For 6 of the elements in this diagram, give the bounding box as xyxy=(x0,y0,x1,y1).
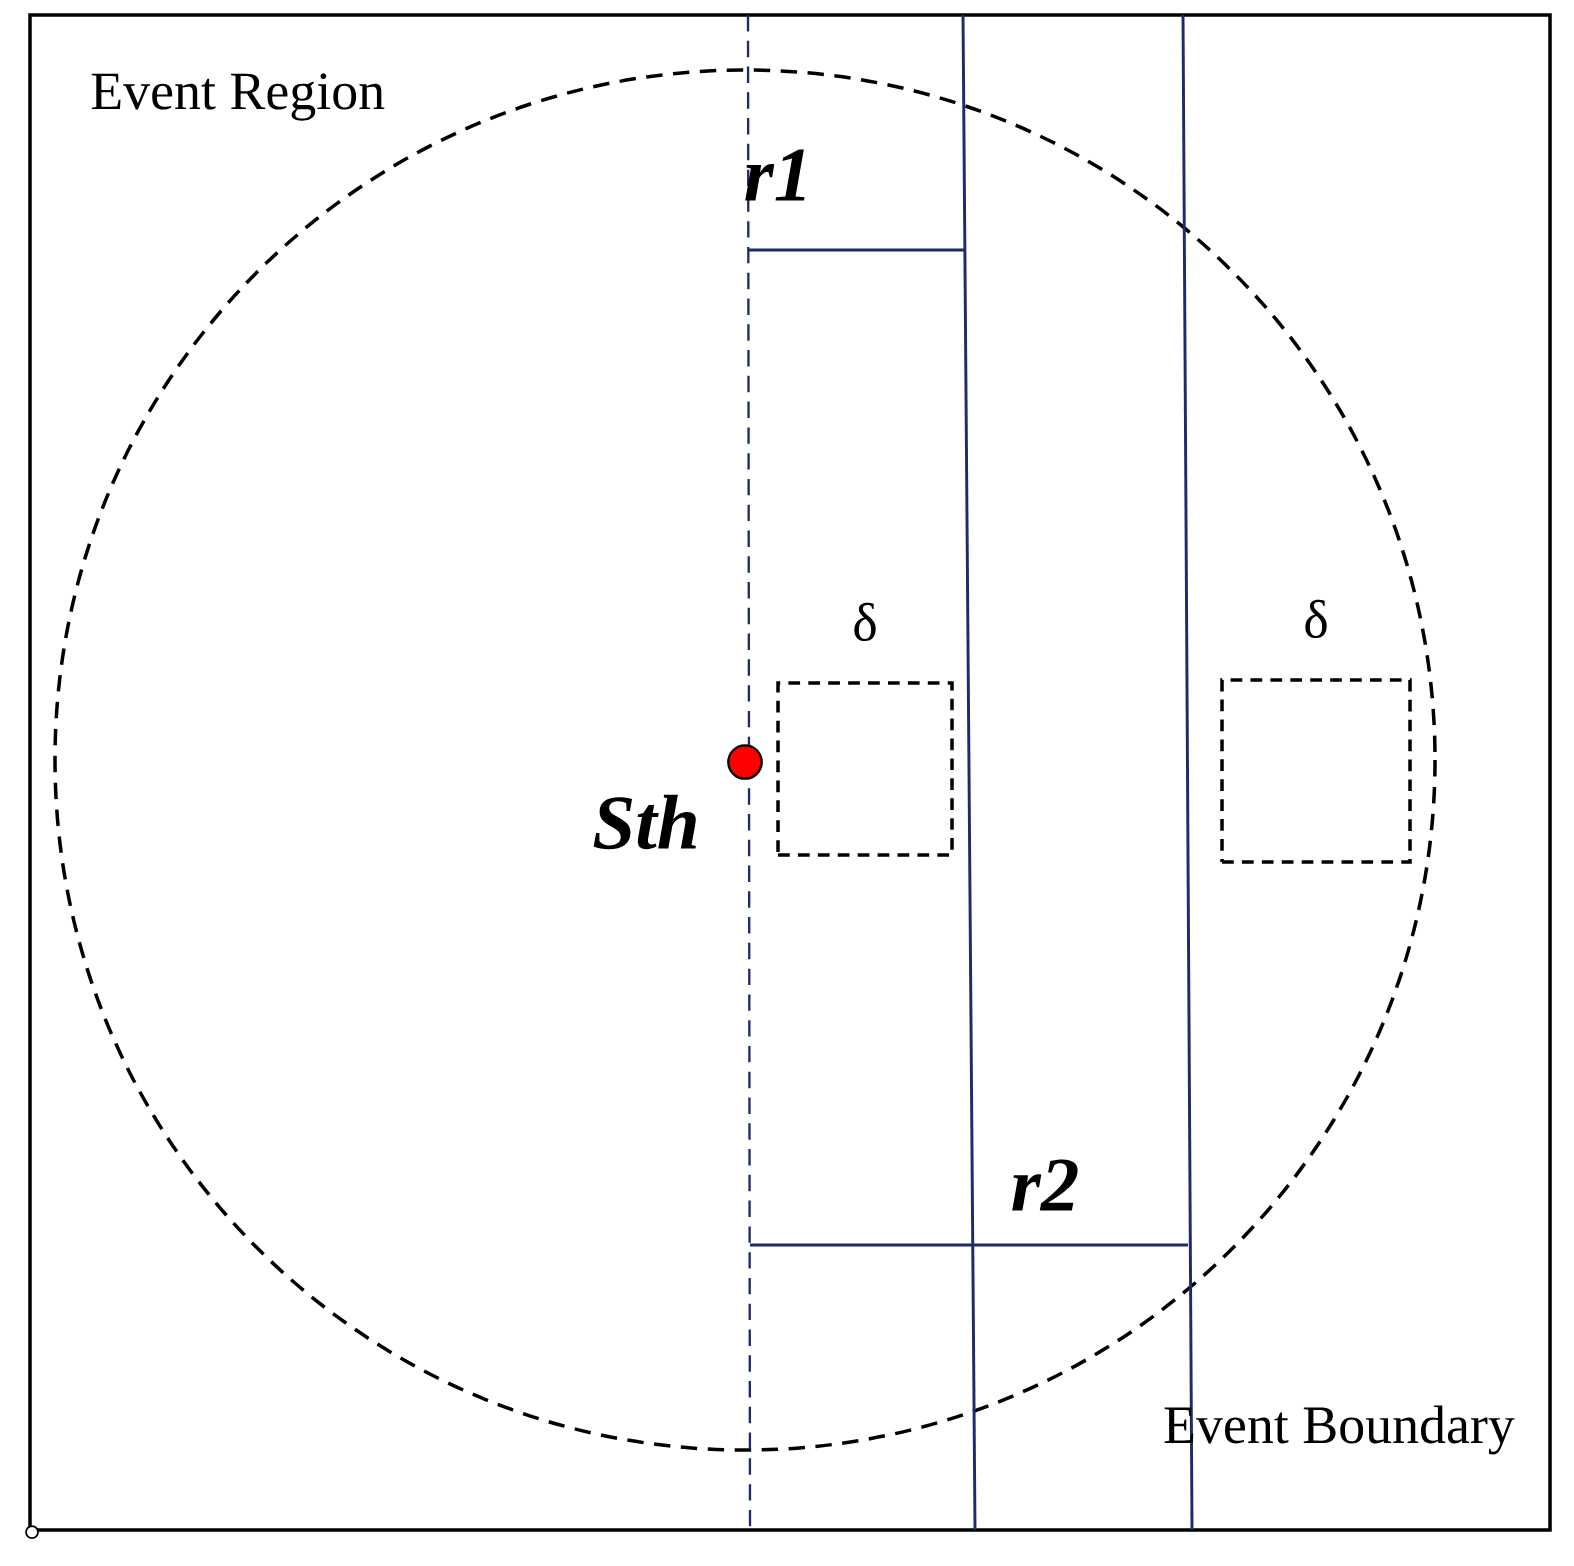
region-label: Event Region xyxy=(91,73,385,121)
dimension-label: r1 xyxy=(745,149,805,201)
point-label: Sth xyxy=(593,794,696,850)
dimension-label: r2 xyxy=(1012,1159,1078,1211)
width-label: δ xyxy=(854,602,876,642)
width-label: δ xyxy=(1305,599,1327,638)
